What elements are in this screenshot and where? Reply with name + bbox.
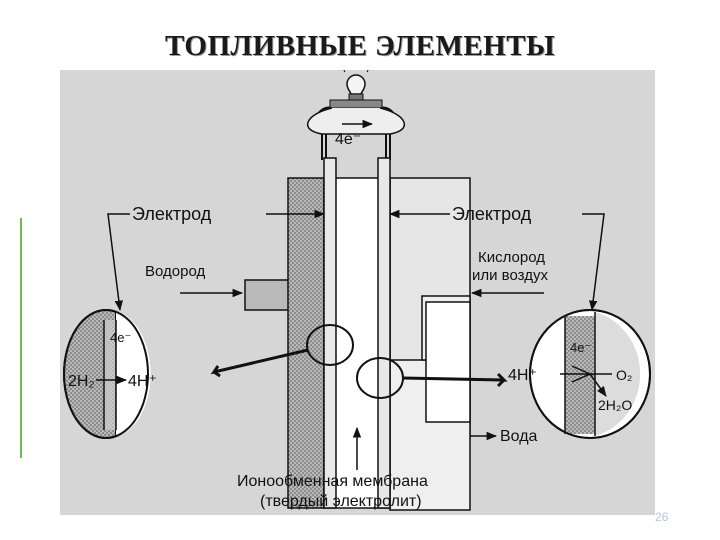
page-number: 26: [655, 510, 669, 524]
accent-rule: [20, 218, 22, 458]
slide-title: ТОПЛИВНЫЕ ЭЛЕМЕНТЫ: [164, 30, 556, 62]
electrode-left-label: Электрод: [132, 204, 212, 224]
water-label: Вода: [500, 428, 538, 445]
fuel-cell-diagram: 4e⁻ Электрод Электрод Водород Кислород и…: [60, 70, 655, 515]
hydrogen-label: Водород: [145, 263, 205, 280]
light-bulb-icon: [329, 70, 383, 109]
anode-detail-spot: [306, 324, 354, 366]
anode-electrons-label: 4e⁻: [110, 330, 131, 345]
right-electrode: [377, 157, 391, 509]
water-outlet: [425, 301, 471, 423]
anode-product-label: 4H⁺: [128, 373, 157, 390]
cathode-oxygen-label: O₂: [616, 367, 632, 383]
cathode-water-label: 2H₂O: [598, 397, 632, 413]
anode-reactant-label: 2H₂: [68, 373, 95, 390]
anode-zoom: 4e⁻ 2H₂ 4H⁺: [63, 309, 157, 439]
membrane-label-line2: (твердый электролит): [260, 493, 422, 510]
anode-block: [287, 177, 325, 509]
membrane-label-line1: Ионообменная мембрана: [237, 473, 428, 490]
cathode-zoom-pointer: [402, 372, 508, 388]
cathode-electrons-label: 4e⁻: [570, 340, 591, 355]
anode-zoom-pointer: [210, 348, 309, 378]
cathode-protons-label: 4H⁺: [508, 367, 537, 384]
cathode-zoom: 4H⁺ 4e⁻ O₂ 2H₂O: [508, 309, 651, 439]
electrons-top-label: 4e⁻: [335, 131, 361, 148]
oxygen-label-line1: Кислород: [478, 249, 545, 266]
electrode-right-label: Электрод: [452, 204, 532, 224]
oxygen-label-line2: или воздух: [472, 267, 548, 284]
left-electrode: [323, 157, 337, 509]
